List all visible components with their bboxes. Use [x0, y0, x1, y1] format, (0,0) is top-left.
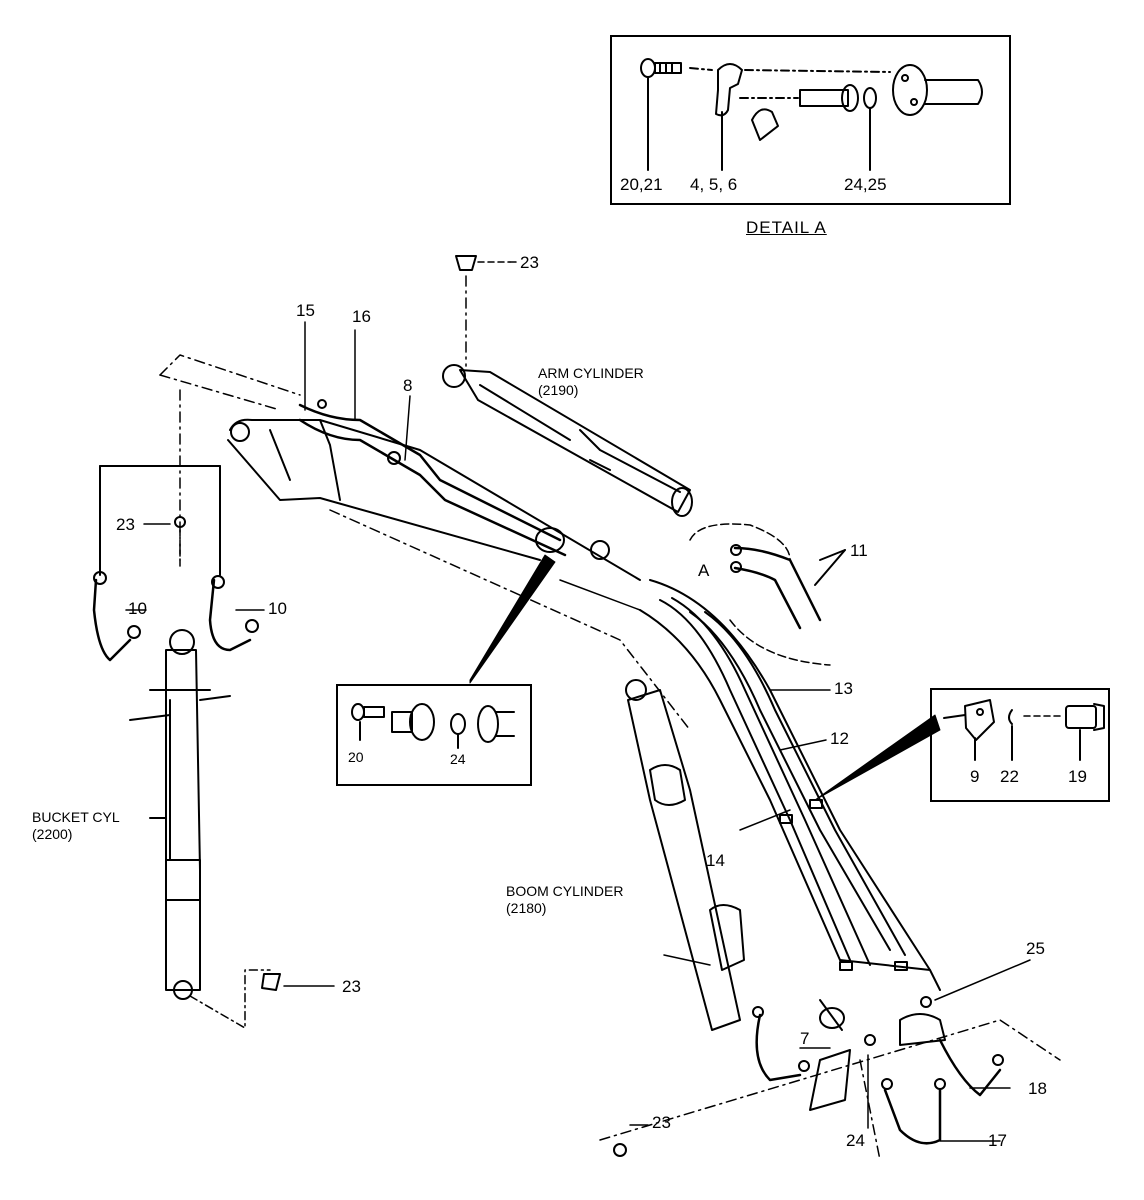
bucket-cylinder — [92, 465, 281, 1029]
pointer-wedge-clamp — [814, 714, 941, 801]
detail-a-panel — [610, 35, 1011, 205]
callout-12: 12 — [830, 729, 849, 748]
callout-4-5-6: 4, 5, 6 — [690, 175, 738, 194]
callout-24-inset: 24 — [450, 751, 466, 767]
inset-flange-drawing — [351, 703, 515, 749]
callout-18: 18 — [1028, 1079, 1047, 1098]
bucket-cylinder-label: BUCKET CYL — [32, 809, 120, 825]
detail-a-marker: A — [698, 561, 710, 580]
callout-20-21: 20,21 — [620, 175, 663, 194]
callout-20-inset: 20 — [348, 749, 364, 765]
callout-14: 14 — [706, 851, 725, 870]
callout-23-left: 23 — [116, 515, 135, 534]
callout-13: 13 — [834, 679, 853, 698]
inset-clamp-drawing — [943, 699, 1105, 761]
callout-15: 15 — [296, 301, 315, 320]
callout-9: 9 — [970, 767, 980, 786]
callout-19: 19 — [1068, 767, 1087, 786]
arm-cylinder — [442, 255, 693, 517]
arm-assembly — [159, 255, 846, 731]
arm-cylinder-code: (2190) — [538, 382, 579, 398]
detail-a-title: DETAIL A — [746, 218, 827, 237]
boom-cylinder — [625, 679, 745, 1031]
callout-25: 25 — [1026, 939, 1045, 958]
leader-lines — [125, 261, 1031, 1142]
arm-cylinder-label: ARM CYLINDER — [538, 365, 644, 381]
callout-23-bucket: 23 — [342, 977, 361, 996]
callout-23-bottom: 23 — [652, 1113, 671, 1132]
callout-16: 16 — [352, 307, 371, 326]
callout-23-top: 23 — [520, 253, 539, 272]
callout-10-right: 10 — [268, 599, 287, 618]
callout-22: 22 — [1000, 767, 1019, 786]
callout-24: 24 — [846, 1131, 865, 1150]
callout-17: 17 — [988, 1131, 1007, 1150]
clamp-inset-panel — [930, 688, 1110, 802]
callout-24-25: 24,25 — [844, 175, 887, 194]
callout-11: 11 — [850, 541, 868, 560]
callout-10-left: 10 — [128, 599, 147, 618]
boom-cylinder-label: BOOM CYLINDER — [506, 883, 624, 899]
boom-assembly — [599, 579, 1061, 1161]
detail-a-drawing — [640, 58, 983, 171]
callout-8: 8 — [403, 376, 413, 395]
pointer-wedge-flange — [469, 554, 556, 684]
callout-7: 7 — [800, 1029, 810, 1048]
bucket-cylinder-code: (2200) — [32, 826, 73, 842]
flange-inset-panel — [336, 684, 532, 786]
boom-cylinder-code: (2180) — [506, 900, 547, 916]
